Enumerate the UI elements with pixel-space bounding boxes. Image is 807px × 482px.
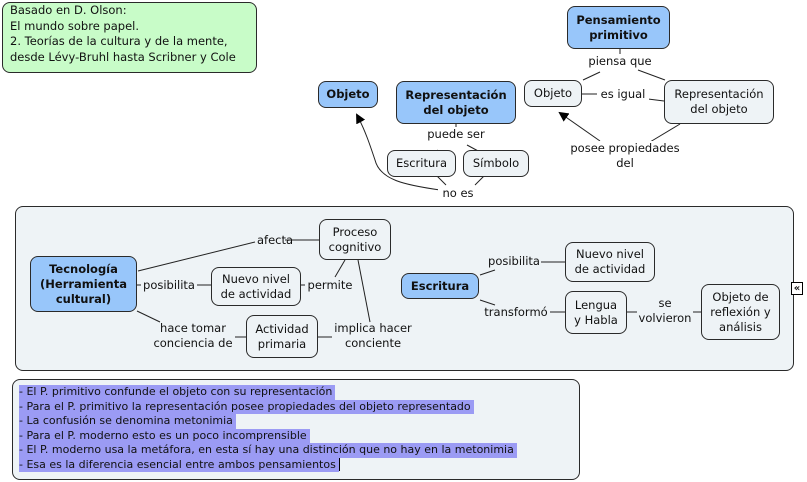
source-note-line: Basado en D. Olson: [10, 3, 127, 17]
collapse-panel-icon[interactable]: « [791, 282, 803, 295]
link-label-posee-propiedades: posee propiedades del [562, 141, 688, 171]
link-line [647, 98, 665, 102]
source-note-line: 2. Teorías de la cultura y de la mente, [10, 34, 228, 48]
concept-pensamiento-primitivo[interactable]: Pensamiento primitivo [567, 6, 670, 49]
concept-simbolo[interactable]: Símbolo [463, 150, 529, 177]
link-line [137, 241, 256, 272]
link-line [558, 111, 601, 142]
note-line: - Para el P. primitivo la representación… [19, 399, 474, 414]
concept-representacion-right[interactable]: Representación del objeto [664, 80, 774, 124]
concept-escritura-middle[interactable]: Escritura [401, 273, 479, 299]
note-line: - Esa es la diferencia esencial entre am… [19, 457, 339, 472]
concept-tecnologia[interactable]: Tecnología (Herramienta cultural) [30, 256, 137, 312]
concept-lengua-habla[interactable]: Lengua y Habla [565, 291, 627, 334]
text-cursor [338, 458, 340, 471]
concept-representacion-del-objeto[interactable]: Representación del objeto [396, 81, 516, 124]
link-line [479, 269, 496, 276]
concept-escritura[interactable]: Escritura [387, 150, 456, 177]
link-line [637, 69, 666, 81]
concept-nuevo-nivel-right[interactable]: Nuevo nivel de actividad [565, 242, 655, 282]
link-label-afecta: afecta [256, 233, 294, 247]
link-label-posibilita-left: posibilita [143, 278, 195, 292]
link-label-es-igual: es igual [597, 87, 649, 102]
link-line [582, 71, 601, 81]
link-label-hace-tomar: hace tomar conciencia de [153, 321, 233, 350]
link-line [334, 259, 346, 278]
concept-proceso-cognitivo[interactable]: Proceso cognitivo [319, 219, 391, 260]
notes-text[interactable]: - El P. primitivo confunde el objeto con… [19, 385, 517, 472]
concept-objeto-right[interactable]: Objeto [524, 80, 582, 107]
link-label-transformo: transformó [484, 305, 548, 319]
note-line: - El P. primitivo confunde el objeto con… [19, 385, 336, 400]
link-label-piensa-que: piensa que [582, 54, 658, 69]
link-label-permite: permite [307, 278, 353, 292]
source-note-line: El mundo sobre papel. [10, 18, 139, 33]
concept-objeto[interactable]: Objeto [318, 81, 378, 108]
link-line [479, 299, 496, 306]
link-line [136, 310, 161, 323]
source-note[interactable]: Basado en D. Olson: El mundo sobre papel… [2, 2, 257, 73]
link-label-posibilita-right: posibilita [488, 254, 540, 268]
link-label-puede-ser: puede ser [420, 127, 492, 142]
note-line: - La confusión se denomina metonimia [19, 414, 236, 429]
concept-nuevo-nivel-left[interactable]: Nuevo nivel de actividad [211, 267, 301, 306]
link-line [649, 123, 681, 143]
note-line: - Para el P. moderno esto es un poco inc… [19, 428, 310, 443]
link-arrow-no-es [356, 113, 441, 191]
link-line [357, 259, 371, 323]
concept-objeto-reflexion[interactable]: Objeto de reflexión y análisis [701, 284, 780, 340]
link-label-no-es: no es [438, 186, 478, 201]
link-label-se-volvieron: se volvieron [638, 296, 692, 325]
link-label-implica-hacer: implica hacer conciente [334, 321, 412, 350]
concept-actividad-primaria[interactable]: Actividad primaria [246, 315, 318, 358]
note-line: - El P. moderno usa la metáfora, en esta… [19, 443, 517, 458]
source-note-line: desde Lévy-Bruhl hasta Scribner y Cole [10, 49, 236, 64]
